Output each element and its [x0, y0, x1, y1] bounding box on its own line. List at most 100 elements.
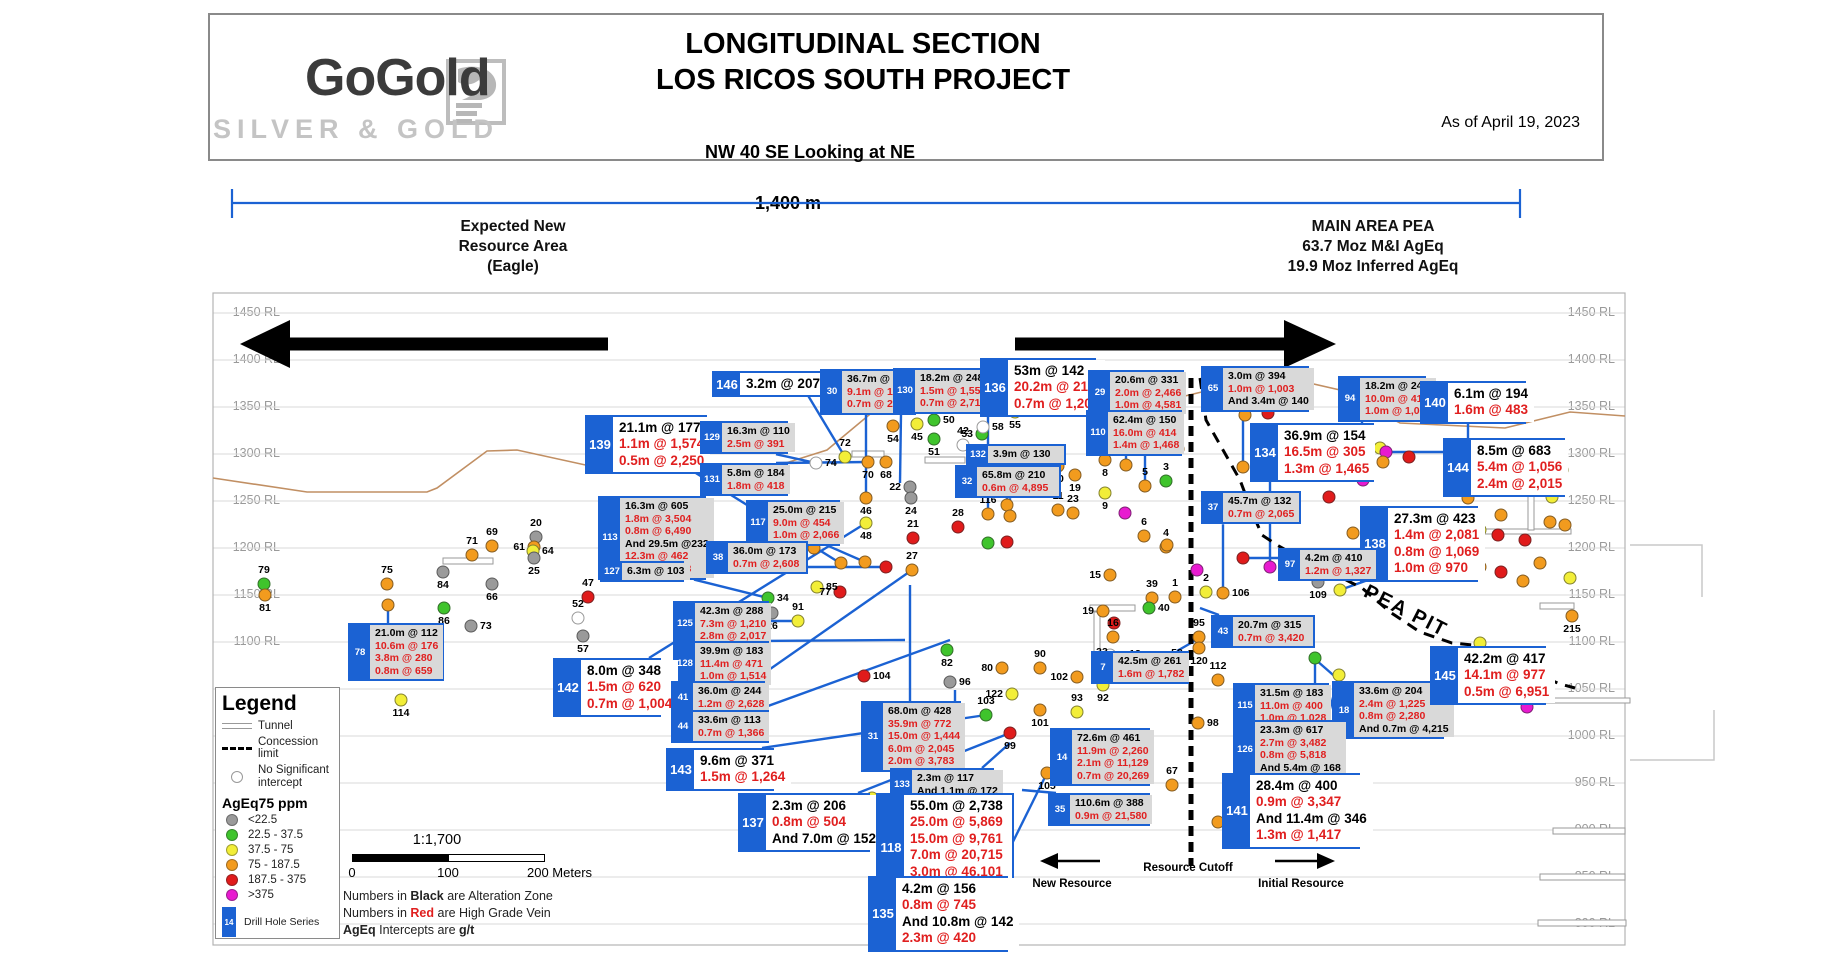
intercept-line: 5.8m @ 184 [727, 467, 785, 479]
intercept-line: 1.6m @ 483 [1454, 402, 1528, 418]
callout-hole-id: 110 [1088, 412, 1108, 454]
legend-class-row: 22.5 - 37.5 [222, 829, 333, 842]
intercept-line: 0.9m @ 21,580 [1075, 809, 1148, 822]
intercept-line: 16.0m @ 414 [1113, 426, 1177, 439]
intercept-line: 39.9m @ 183 [700, 645, 764, 657]
intercept-line: 8.5m @ 683 [1477, 443, 1551, 458]
drill-hole-number: 53 [961, 428, 973, 440]
drill-hole-number: 114 [392, 707, 410, 719]
section-extent-arrows [240, 320, 1336, 368]
drill-hole-dot-82 [940, 643, 954, 657]
callout-hole-id: 139 [587, 417, 613, 473]
intercept-line: 18.2m @ 249 [1365, 380, 1429, 392]
intercept-line: 4.2m @ 156 [902, 881, 976, 896]
note-segment: Black [410, 889, 444, 903]
drill-hole-dot-19 [1096, 604, 1110, 618]
drill-hole-dot [1333, 583, 1347, 597]
class-range-label: 37.5 - 75 [248, 844, 294, 857]
intercept-line: 53m @ 142 [1014, 363, 1085, 378]
drill-hole-dot-108 [1346, 526, 1360, 540]
callout-hole-id: 94 [1340, 378, 1360, 420]
area-label-line: 63.7 Moz M&I AgEq [1302, 237, 1444, 255]
intercept-line: 2.3m @ 420 [902, 930, 976, 946]
intercept-line: 20.2m @ 218 [1014, 379, 1096, 395]
header-box [208, 13, 1604, 161]
callout-hole-id: 136 [982, 360, 1008, 416]
drill-hole-number: 81 [259, 602, 271, 614]
legend-class-row: 75 - 187.5 [222, 859, 333, 872]
intercept-line: 0.8m @ 1,069 [1394, 543, 1480, 559]
callout-hole-id: 41 [673, 683, 693, 713]
drill-hole-dot-103 [979, 708, 993, 722]
drill-hole-number: 109 [1309, 589, 1327, 601]
drill-hole-dot [1563, 571, 1577, 585]
intercept-line: 33.6m @ 204 [1359, 685, 1423, 697]
drill-hole-number: 90 [1034, 648, 1046, 660]
intercept-line: 36.0m @ 173 [733, 545, 797, 557]
drill-hole-number: 5 [1142, 466, 1148, 478]
drill-hole-number: 47 [582, 577, 594, 589]
drill-hole-number: 4 [1163, 527, 1169, 539]
tunnel-shape [222, 723, 252, 730]
callout-hole-id: 35 [1050, 795, 1070, 825]
intercept-line: 42.5m @ 261 [1118, 655, 1182, 667]
drill-hole-dot [1236, 460, 1250, 474]
drill-hole-number: 45 [911, 431, 923, 443]
intercept-line: 55.0m @ 2,738 [910, 798, 1003, 813]
intercept-line: 2.4m @ 1,225 [1359, 697, 1426, 710]
callout-hole-id: 142 [555, 660, 581, 716]
intercept-line: 16.5m @ 305 [1284, 444, 1366, 460]
drill-hole-dot [1003, 509, 1017, 523]
drill-hole-number: 102 [1050, 671, 1068, 683]
intercept-line: 6.0m @ 2,045 [888, 742, 955, 755]
intercept-line: 2.5m @ 391 [727, 437, 785, 450]
drill-hole-dot-215 [1565, 609, 1579, 623]
class-range-label: <22.5 [248, 814, 278, 827]
intercept-line: 1.5m @ 1,556 [920, 384, 987, 397]
intercept-line: 31.5m @ 183 [1260, 687, 1324, 699]
intercept-line: 15.0m @ 9,761 [910, 830, 1003, 846]
drill-hole-dot [1491, 528, 1505, 542]
intercept-line: 1.0m @ 2,066 [773, 529, 840, 542]
scale-bar-filled-half [353, 855, 449, 861]
intercept-line: 0.6m @ 4,895 [982, 481, 1049, 494]
rl-label-right: 1400 RL [1567, 352, 1615, 366]
intercept-line: 20.6m @ 331 [1115, 374, 1179, 386]
callout-hole-id: 115 [1235, 685, 1255, 727]
drill-hole-number: 24 [905, 505, 917, 517]
intercept-line: 0.7m @ 1,004 [587, 695, 673, 711]
intercept-line: 0.5m @ 6,951 [1464, 683, 1550, 699]
drill-hole-dot-6 [1137, 529, 1151, 543]
drill-hole-dot-84 [436, 565, 450, 579]
drill-hole-dot [1190, 563, 1204, 577]
scale-ratio: 1:1,700 [412, 832, 462, 848]
callout-hole-id: 125 [675, 603, 695, 645]
intercept-line: 1.3m @ 1,465 [1284, 460, 1370, 476]
intercept-line: 1.8m @ 418 [727, 479, 785, 492]
drill-hole-dot [1263, 560, 1277, 574]
